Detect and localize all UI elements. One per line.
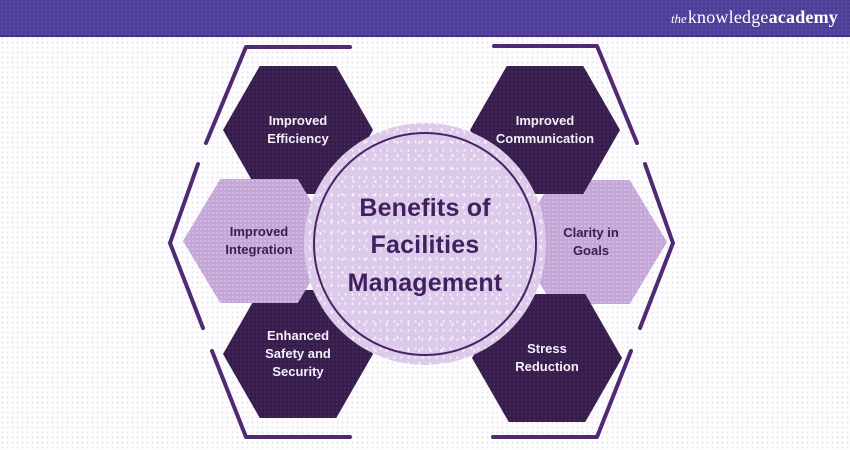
diagram-title: Benefits of Facilities Management	[347, 193, 503, 297]
hexagon-label: Improved Efficiency	[267, 112, 329, 146]
center-circle: Benefits of Facilities Management	[304, 123, 546, 365]
hexagon-label: Stress Reduction	[515, 340, 579, 374]
hexagon-label: Clarity in Goals	[563, 224, 619, 258]
logo-word-academy: academy	[768, 7, 838, 27]
logo-word-knowledge: knowledge	[687, 7, 769, 27]
hexagon-label: Improved Communication	[495, 112, 595, 146]
hexagon-label: Improved Integration	[225, 223, 293, 257]
logo-prefix: the	[670, 11, 687, 26]
hexagon-label: Enhanced Safety and Security	[265, 327, 331, 380]
